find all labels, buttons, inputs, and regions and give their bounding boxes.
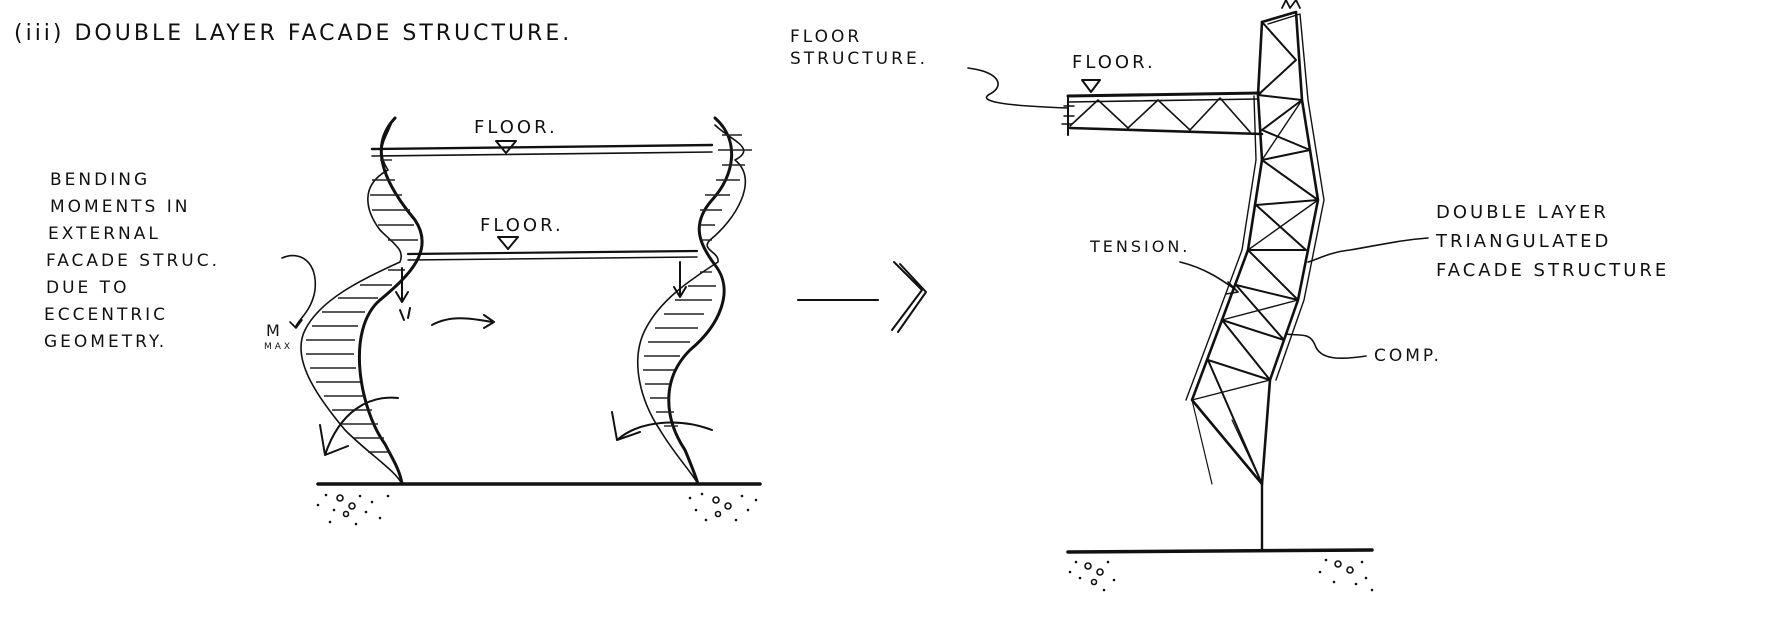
bending-note-line: DUE TO bbox=[46, 278, 129, 298]
ground-line-right bbox=[1066, 548, 1374, 554]
right-moment-envelope bbox=[637, 124, 747, 485]
double-layer-note-line: DOUBLE LAYER bbox=[1436, 202, 1609, 223]
bending-note-line: FACADE STRUC. bbox=[46, 251, 220, 271]
left-facade-column bbox=[357, 116, 424, 486]
floor-label-upper: FLOOR. bbox=[474, 117, 558, 138]
rotation-arrow-right-base bbox=[611, 411, 713, 441]
floor-structure-label-line: STRUCTURE. bbox=[790, 49, 928, 69]
bending-note-leader bbox=[281, 254, 317, 329]
facade-top-tip bbox=[1281, 0, 1301, 9]
right-moment-hatching bbox=[643, 134, 752, 427]
bending-note-line: ECCENTRIC bbox=[44, 305, 168, 325]
floor-level-marker-lower bbox=[497, 236, 519, 250]
soil-stipple-left bbox=[316, 492, 758, 526]
load-arrow-left-2 bbox=[399, 307, 411, 321]
floor-structure-leader bbox=[967, 67, 1069, 109]
bending-note-line: EXTERNAL bbox=[48, 224, 161, 244]
facade-outer-chord-2 bbox=[1267, 13, 1325, 381]
floor-label-lower: FLOOR. bbox=[480, 215, 564, 236]
bending-note-line: BENDING bbox=[50, 170, 150, 190]
floor-label-right: FLOOR. bbox=[1072, 52, 1156, 73]
bending-note-line: GEOMETRY. bbox=[44, 332, 167, 352]
floor-truss bbox=[1061, 91, 1264, 136]
comp-leader bbox=[1285, 333, 1367, 360]
comp-label: COMP. bbox=[1374, 346, 1442, 366]
left-facade-diagram: FLOOR. FLOOR. bbox=[44, 116, 762, 526]
left-moment-envelope bbox=[300, 121, 403, 485]
right-facade-column bbox=[667, 116, 734, 486]
tension-label: TENSION. bbox=[1089, 237, 1190, 256]
double-layer-leader bbox=[1307, 237, 1429, 263]
soil-stipple-right bbox=[1068, 558, 1374, 592]
left-moment-hatching bbox=[306, 159, 418, 453]
floor-level-marker-upper bbox=[495, 140, 517, 154]
floor-level-marker-right bbox=[1081, 79, 1101, 93]
bending-note-line: MOMENTS IN bbox=[50, 197, 190, 217]
floor-structure-label-line: FLOOR bbox=[790, 27, 862, 47]
transition-arrow bbox=[797, 261, 927, 333]
load-arrow-right bbox=[673, 261, 687, 298]
floor-slab-lower bbox=[406, 249, 699, 261]
bending-note: BENDING MOMENTS IN EXTERNAL FACADE STRUC… bbox=[44, 170, 228, 352]
sketch-title: (iii) DOUBLE LAYER FACADE STRUCTURE. bbox=[14, 21, 572, 46]
m-max-subscript: MAX bbox=[264, 342, 293, 352]
double-layer-note-line: TRIANGULATED bbox=[1435, 231, 1611, 252]
right-facade-diagram: FLOOR STRUCTURE. FLOOR. TEN bbox=[790, 0, 1669, 592]
tension-leader bbox=[1179, 261, 1239, 295]
double-layer-note: DOUBLE LAYER TRIANGULATED FACADE STRUCTU… bbox=[1435, 202, 1669, 281]
double-layer-note-line: FACADE STRUCTURE bbox=[1436, 260, 1669, 281]
rotation-arrow-left-base bbox=[319, 396, 399, 456]
facade-web-members bbox=[1191, 21, 1319, 485]
facade-inner-chord-2 bbox=[1185, 95, 1257, 401]
m-max-symbol: M bbox=[266, 321, 283, 340]
floor-slab-upper bbox=[370, 143, 714, 157]
rotation-arrow-center bbox=[431, 314, 495, 329]
floor-structure-label: FLOOR STRUCTURE. bbox=[790, 27, 928, 69]
load-arrow-left bbox=[395, 267, 409, 303]
